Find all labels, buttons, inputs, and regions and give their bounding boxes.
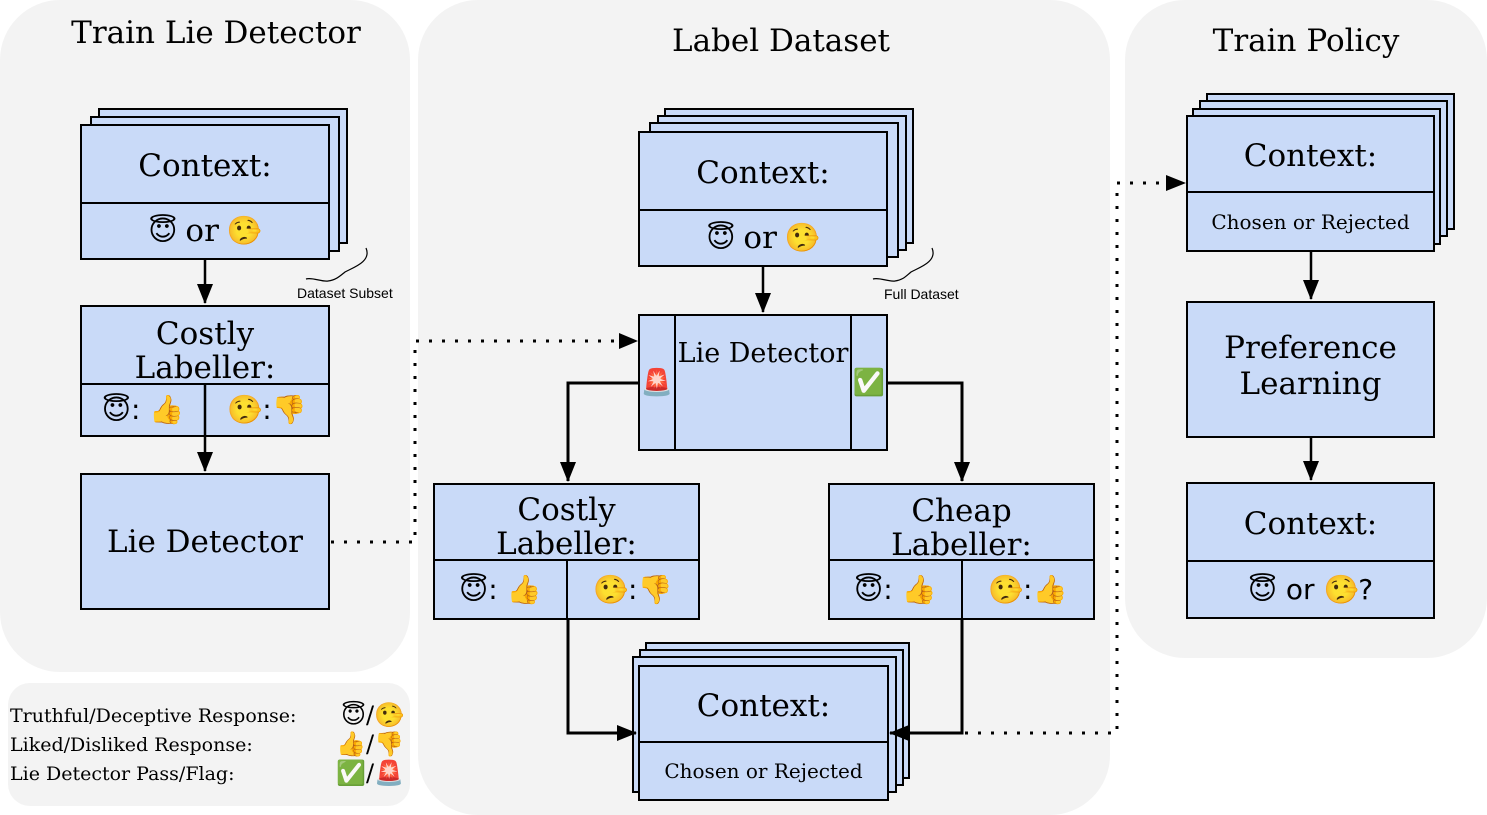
deceptive-disliked-cell: 🤥:👎 [565, 561, 699, 618]
brace-dataset-subset [305, 247, 368, 282]
truth-or-lie-question: 😇 or 🤥? [1188, 560, 1433, 617]
panel-title-train-policy: Train Policy [1212, 23, 1400, 59]
lie-detector-label: Lie Detector [106, 523, 303, 560]
siren-icon: 🚨 [640, 316, 676, 449]
preference-learning-line1: Preference [1224, 329, 1397, 366]
halo-face-icon: 😇 [706, 221, 736, 254]
costly-label-line1: Costly [155, 316, 255, 352]
legend-icons-detector: ✅/🚨 [336, 759, 404, 787]
costly-label-line2: Labeller: [134, 350, 276, 386]
truth-or-lie-row: 😇 or 🤥 [640, 209, 886, 265]
or-text: or [185, 213, 219, 249]
context-label: Context: [1243, 506, 1378, 542]
deceptive-liked-cell: 🤥:👍 [960, 561, 1094, 618]
preference-learning-box: Preference Learning [1186, 301, 1435, 438]
halo-face-icon: 😇 [148, 214, 178, 247]
cheap-label-line1: Cheap [911, 493, 1012, 529]
legend-icons-truth: 😇/🤥 [341, 701, 404, 729]
truthful-liked-cell: 😇: 👍 [101, 393, 185, 426]
costly-labeller-box: Costly Labeller: 😇: 👍 🤥:👎 [433, 483, 700, 620]
context-label: Context: [696, 688, 831, 724]
arrow-pass-to-cheap [888, 381, 970, 482]
full-dataset-note: Full Dataset [884, 286, 959, 302]
legend: Truthful/Deceptive Response: 😇/🤥 Liked/D… [8, 683, 410, 806]
legend-row: Liked/Disliked Response: 👍/👎 [10, 730, 408, 758]
arrowhead [619, 333, 638, 349]
lie-detector-box-trained: Lie Detector [80, 473, 330, 610]
arrow-costly-to-output [566, 620, 637, 741]
dataset-subset-note: Dataset Subset [297, 285, 393, 301]
cheap-label-line2: Labeller: [891, 527, 1032, 563]
costly-label-line1: Costly [517, 492, 616, 528]
or-text: or [743, 220, 777, 256]
context-label: Context: [1243, 138, 1378, 174]
truthful-liked-cell: 😇: 👍 [854, 572, 937, 606]
legend-icons-like: 👍/👎 [336, 730, 404, 758]
truth-or-lie-row: 😇 or 🤥 [82, 202, 328, 258]
legend-row: Truthful/Deceptive Response: 😇/🤥 [10, 701, 408, 729]
context-box: Context: Chosen or Rejected [1186, 115, 1435, 252]
deceptive-disliked-cell: 🤥:👎 [204, 385, 328, 435]
policy-output-box: Context: 😇 or 🤥? [1186, 482, 1435, 619]
legend-label: Truthful/Deceptive Response: [10, 705, 297, 727]
arrow-flag-to-costly [560, 381, 638, 482]
lying-face-icon: 🤥 [226, 214, 262, 247]
dotted-arrow-detector-transfer [331, 339, 620, 544]
truthful-liked-cell: 😇: 👍 [459, 572, 542, 606]
arrow-cheap-to-output [889, 620, 964, 741]
chosen-or-rejected-label: Chosen or Rejected [640, 741, 887, 799]
lie-detector-box: 🚨 Lie Detector ✅ [638, 314, 888, 451]
panel-title-train-lie-detector: Train Lie Detector [71, 15, 361, 51]
check-mark-icon: ✅ [850, 316, 886, 449]
context-box: Context: Chosen or Rejected [638, 665, 889, 801]
lying-face-icon: 🤥 [784, 221, 820, 254]
context-label: Context: [138, 148, 272, 184]
legend-label: Lie Detector Pass/Flag: [10, 763, 235, 785]
preference-learning-line2: Learning [1239, 365, 1382, 402]
context-label: Context: [696, 155, 830, 191]
cheap-labeller-box: Cheap Labeller: 😇: 👍 🤥:👍 [828, 483, 1095, 620]
legend-row: Lie Detector Pass/Flag: ✅/🚨 [10, 759, 408, 787]
context-box: Context: 😇 or 🤥 [80, 124, 330, 260]
context-box: Context: 😇 or 🤥 [638, 131, 888, 267]
dotted-arrow-dataset-to-policy [965, 181, 1166, 735]
chosen-or-rejected-label: Chosen or Rejected [1188, 191, 1433, 250]
costly-label-line2: Labeller: [496, 526, 637, 562]
panel-title-label-dataset: Label Dataset [671, 23, 890, 59]
arrowhead [1166, 175, 1186, 191]
lie-detector-label: Lie Detector [677, 337, 849, 369]
legend-label: Liked/Disliked Response: [10, 734, 253, 756]
brace-full-dataset [872, 247, 934, 282]
